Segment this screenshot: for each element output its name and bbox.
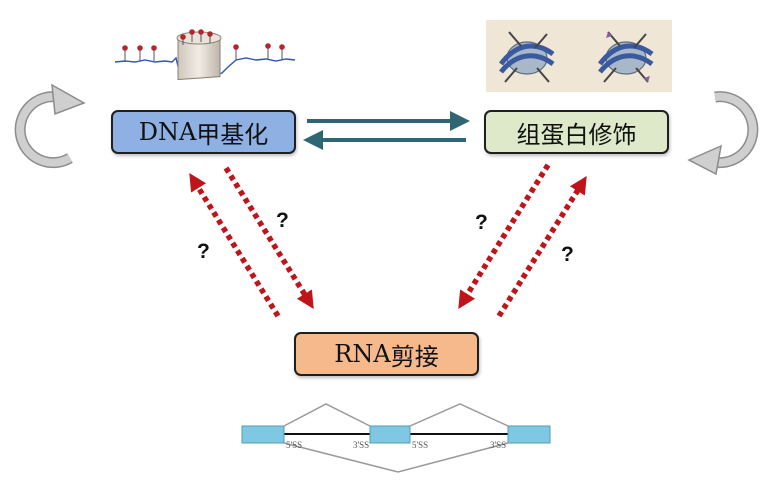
dna-self-cycle-icon bbox=[14, 83, 86, 169]
splice-site-label: 3'SS bbox=[353, 440, 369, 450]
question-mark: ? bbox=[197, 240, 210, 263]
rna-splicing-prefix: RNA bbox=[334, 340, 391, 368]
splice-site-label: 3'SS bbox=[490, 440, 506, 450]
histone-modification-box: 组蛋白修饰 bbox=[484, 110, 669, 154]
question-mark: ? bbox=[475, 211, 488, 234]
dna-methylation-suffix: 甲基化 bbox=[196, 120, 269, 149]
rna-splicing-suffix: 剪接 bbox=[390, 342, 439, 371]
splice-site-label: 5'SS bbox=[412, 440, 428, 450]
arrow-histone-to-rna bbox=[458, 163, 551, 309]
histone-modification-illustration bbox=[486, 20, 672, 92]
dna-methylation-prefix: DNA bbox=[138, 118, 197, 146]
dna-methylation-illustration bbox=[114, 29, 296, 81]
histone-self-cycle-icon bbox=[687, 91, 759, 176]
question-mark: ? bbox=[561, 243, 574, 266]
histone-modification-label: 组蛋白修饰 bbox=[516, 120, 637, 149]
splice-site-label: 5'SS bbox=[286, 440, 302, 450]
arrow-dna-to-rna bbox=[223, 166, 314, 309]
question-mark: ? bbox=[276, 209, 289, 232]
splicing-illustration: 5'SS 3'SS 5'SS 3'SS bbox=[241, 403, 551, 473]
